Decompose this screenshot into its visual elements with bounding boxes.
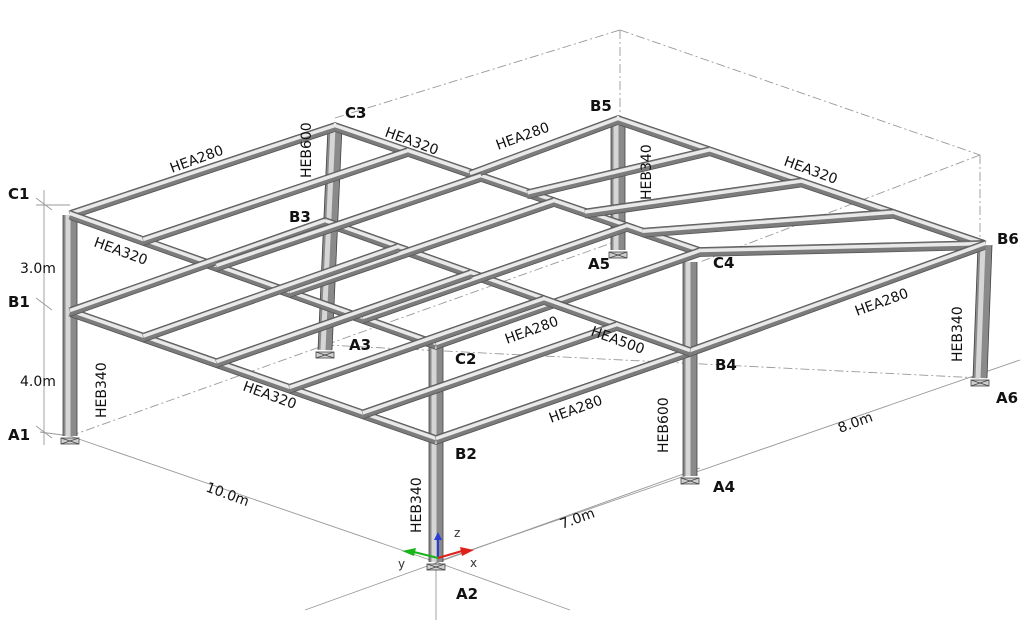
node-label-b5: B5 <box>590 97 612 115</box>
node-label-c3: C3 <box>345 104 366 122</box>
support-a3-icon <box>315 351 335 359</box>
mid-secondary-1 <box>141 243 400 343</box>
axis-triad: z x y <box>398 526 477 571</box>
node-label-a2: A2 <box>456 585 478 603</box>
node-label-c4: C4 <box>713 254 734 272</box>
roof-secondary-4 <box>361 222 629 324</box>
mid-secondary-4 <box>361 321 619 420</box>
columns <box>62 120 993 562</box>
member-label-col-a3: HEB600 <box>299 122 315 178</box>
supports <box>60 251 990 571</box>
axis-z-label: z <box>454 526 460 540</box>
node-label-a1: A1 <box>8 426 30 444</box>
axis-y-label: y <box>398 557 405 571</box>
node-label-b1: B1 <box>8 293 30 311</box>
column-6 <box>972 244 993 379</box>
member-labels: HEA280 HEA320 HEA320 HEA280 HEA320 HEA32… <box>92 120 966 533</box>
member-label-col-a4: HEB600 <box>656 397 672 453</box>
beam-c4-b6 <box>699 240 986 257</box>
dim-length-y1: 7.0m <box>558 505 597 532</box>
node-label-b3: B3 <box>289 208 311 226</box>
roof-secondary-2 <box>214 172 483 272</box>
dim-height-lower: 4.0m <box>20 374 56 390</box>
axis-x-label: x <box>470 556 477 570</box>
member-label-col-a1: HEB340 <box>94 362 110 418</box>
mid-secondary-2 <box>214 269 473 369</box>
x-axis-icon <box>437 550 463 559</box>
x-arrow-icon <box>460 547 474 556</box>
node-label-b2: B2 <box>455 445 477 463</box>
member-label-col-a2: HEB340 <box>409 477 425 533</box>
right-secondary-3 <box>642 208 894 238</box>
beam-b2-b4 <box>434 347 692 445</box>
support-a6-icon <box>970 379 990 387</box>
node-label-a3: A3 <box>349 336 371 354</box>
roof-secondary-1 <box>141 147 410 246</box>
support-a5-icon <box>608 251 628 259</box>
node-label-b4: B4 <box>715 356 737 374</box>
dimension-labels: 3.0m 4.0m 10.0m 7.0m 8.0m <box>20 261 875 533</box>
z-arrow-icon <box>434 532 442 540</box>
support-a1-icon <box>60 437 80 445</box>
beam-b1-b3 <box>68 217 327 317</box>
right-secondary-2 <box>584 177 803 219</box>
dim-length-y2: 8.0m <box>836 409 875 436</box>
dim-height-upper: 3.0m <box>20 261 56 277</box>
beam-c2-c4 <box>434 247 702 350</box>
right-secondary-1 <box>526 146 711 200</box>
node-labels: A1 B1 C1 A2 B2 C2 A3 B3 C3 A4 B4 C4 A5 B… <box>8 97 1019 603</box>
column-1 <box>62 215 78 436</box>
column-4 <box>682 262 698 476</box>
support-a2-icon <box>426 563 446 571</box>
node-label-c2: C2 <box>455 350 476 368</box>
node-label-c1: C1 <box>8 185 29 203</box>
beam-c1-c3 <box>68 122 337 220</box>
y-axis-icon <box>413 551 439 559</box>
height-dimension <box>35 190 70 445</box>
mid-secondary-3 <box>288 295 546 394</box>
node-label-a6: A6 <box>996 389 1018 407</box>
beam-b4-b6 <box>688 240 987 357</box>
node-label-a5: A5 <box>588 255 610 273</box>
member-label-col-a5: HEB340 <box>639 144 655 200</box>
beams <box>68 115 987 445</box>
node-label-a4: A4 <box>713 478 735 496</box>
column-2 <box>428 345 444 562</box>
dim-length-x: 10.0m <box>204 480 252 510</box>
y-arrow-icon <box>402 548 416 556</box>
member-label-col-a6: HEB340 <box>950 306 966 362</box>
support-a4-icon <box>680 477 700 485</box>
node-label-b6: B6 <box>997 230 1019 248</box>
beam-b5-mid <box>468 115 620 180</box>
